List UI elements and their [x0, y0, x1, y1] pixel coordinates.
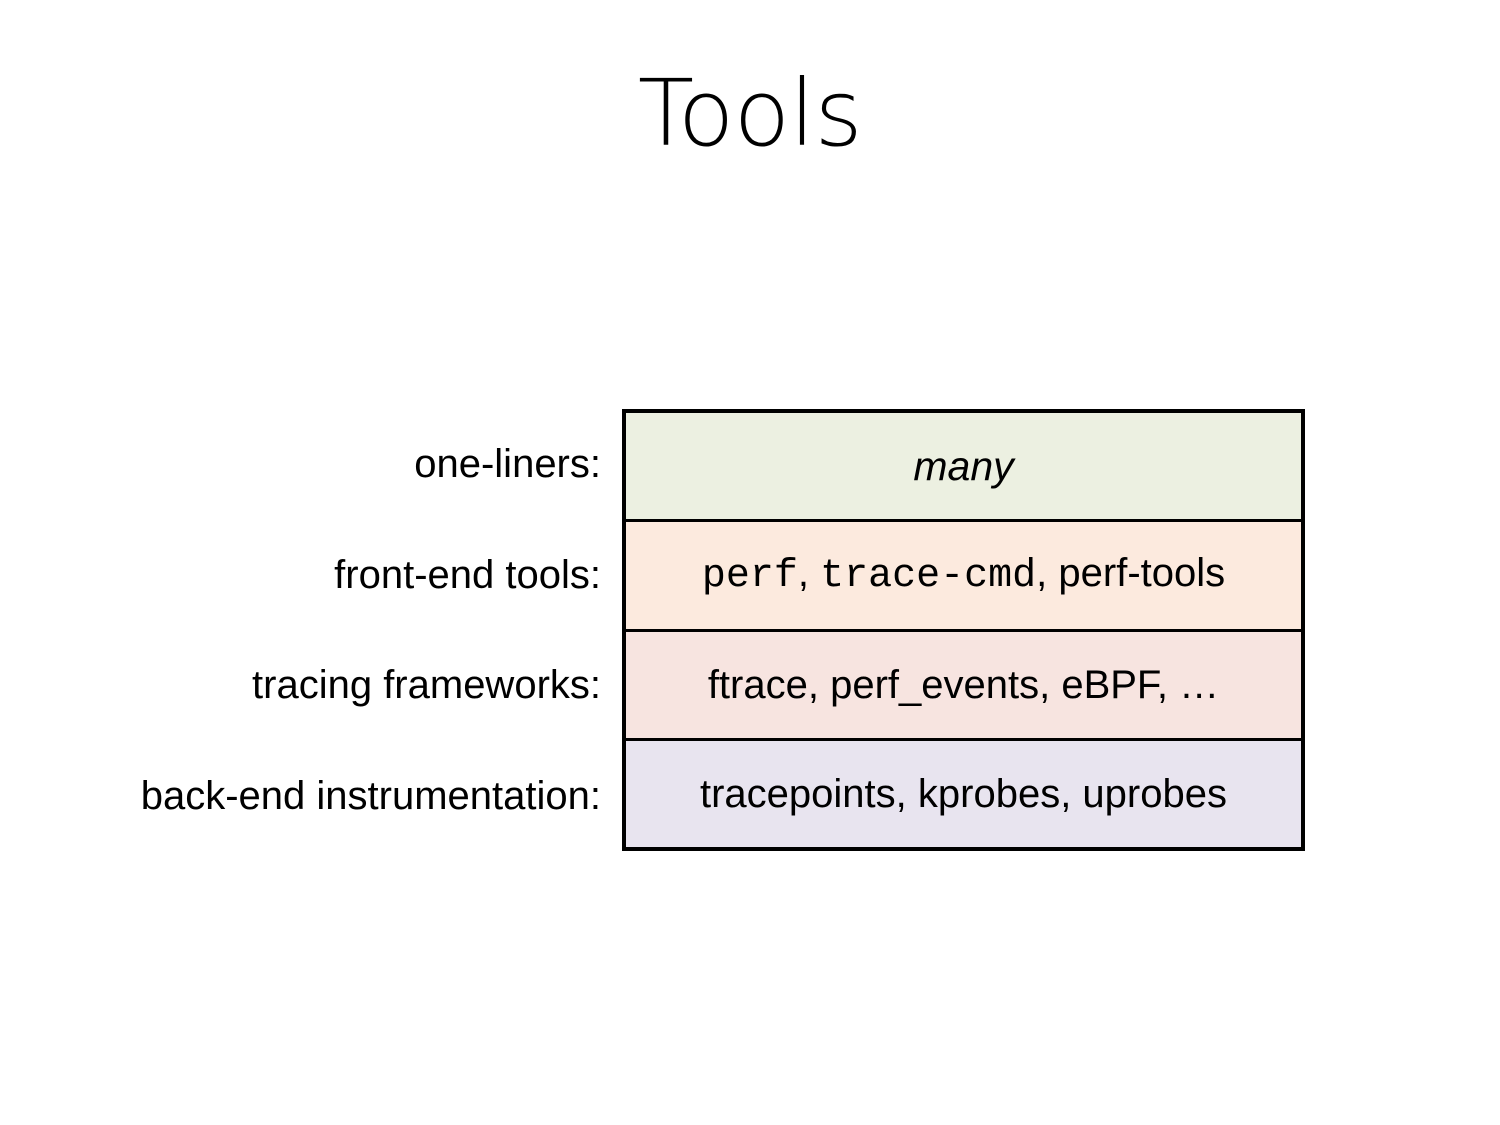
table-row: tracepoints, kprobes, uprobes [626, 740, 1301, 847]
row-label-front-end-tools: front-end tools: [334, 552, 601, 597]
row-label-column: one-liners: front-end tools: tracing fra… [120, 409, 622, 851]
row-label-back-end-instrumentation: back-end instrumentation: [140, 773, 601, 818]
cell-value-front-end-tools: perf, trace-cmd, perf-tools [702, 550, 1225, 600]
row-label-one-liners: one-liners: [414, 442, 601, 487]
cell-value-run: trace-cmd [820, 554, 1037, 600]
table-row: perf, trace-cmd, perf-tools [626, 522, 1301, 632]
page-title: Tools [637, 60, 863, 167]
cell-value-back-end-instrumentation: tracepoints, kprobes, uprobes [700, 771, 1227, 816]
tools-layer-diagram: one-liners: front-end tools: tracing fra… [120, 409, 1325, 851]
row-label-tracing-frameworks: tracing frameworks: [252, 663, 601, 708]
table-row: ftrace, perf_events, eBPF, … [626, 631, 1301, 741]
cell-value-run: perf [701, 554, 798, 600]
cell-value-run: perf-tools [1058, 551, 1226, 596]
cell-value-tracing-frameworks: ftrace, perf_events, eBPF, … [707, 662, 1220, 707]
cell-value-run: , [797, 551, 821, 596]
cell-value-one-liners: many [913, 442, 1014, 489]
table-row: many [626, 413, 1301, 523]
cell-value-run: , [1036, 551, 1059, 596]
tools-table: many perf, trace-cmd, perf-tools ftrace,… [622, 409, 1305, 851]
